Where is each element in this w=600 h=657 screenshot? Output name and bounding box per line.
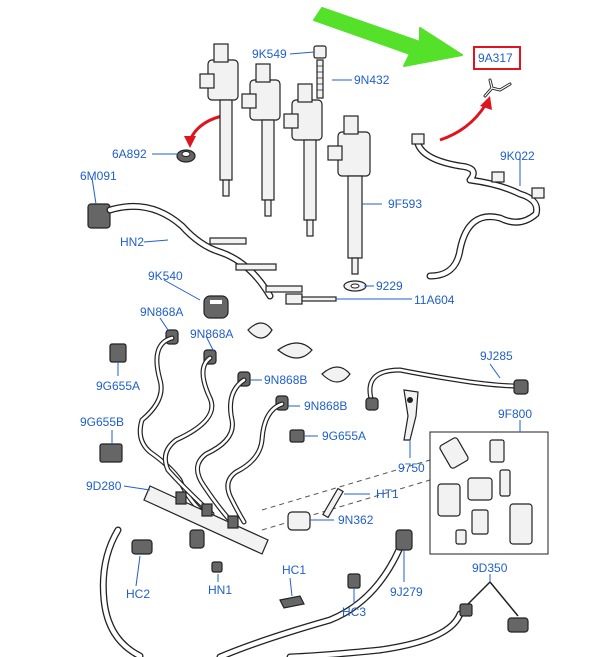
injector-2 [241, 63, 281, 217]
callout-9K549: 9K549 [252, 47, 287, 61]
callout-9N868A-2: 9N868A [190, 327, 233, 341]
part-9F800-kit-box [429, 431, 549, 555]
callout-HN1: HN1 [208, 583, 232, 597]
callout-9D350: 9D350 [472, 561, 508, 575]
callout-HT1: HT1 [376, 487, 399, 501]
callout-9K022: 9K022 [500, 149, 535, 163]
red-arrow-to-9A317 [439, 96, 492, 142]
part-9229-washer [343, 280, 367, 292]
part-11A604-glow-plug [285, 293, 337, 305]
part-HT1-stud [322, 487, 344, 519]
part-HC-clips [211, 561, 361, 609]
green-pointer-arrow [313, 7, 463, 67]
callout-9A317: 9A317 [478, 51, 513, 65]
part-9N362-sleeve [287, 511, 311, 531]
callout-9K540: 9K540 [148, 269, 183, 283]
callout-11A604: 11A604 [414, 293, 455, 307]
part-6A892-washer [176, 149, 196, 163]
callout-9G655A-1: 9G655A [96, 379, 140, 393]
part-9D350-sensor [459, 581, 529, 633]
callout-HN2: HN2 [120, 235, 144, 249]
callout-9N868B-2: 9N868B [304, 399, 347, 413]
callout-9D280: 9D280 [86, 479, 122, 493]
callout-9F800: 9F800 [498, 407, 532, 421]
leader-lines [91, 51, 521, 604]
lower-fuel-hoses [99, 526, 464, 657]
part-9G655B-clip [99, 443, 123, 463]
injector-4 [327, 115, 371, 275]
injector-3 [283, 83, 323, 237]
part-9N432-stud [316, 59, 324, 99]
part-9K540-connector [203, 295, 229, 319]
callout-9229: 9229 [376, 279, 403, 293]
callout-9N868A-1: 9N868A [140, 305, 183, 319]
part-9K022-return-hose [411, 133, 545, 280]
callout-9750: 9750 [398, 461, 425, 475]
part-9D280-fuel-rail [143, 485, 269, 555]
callout-HC1: HC1 [282, 563, 306, 577]
callout-HC3: HC3 [342, 605, 366, 619]
callout-9N868B-1: 9N868B [264, 373, 307, 387]
callout-6M091: 6M091 [80, 169, 117, 183]
callout-9F593: 9F593 [388, 197, 422, 211]
part-9K549-nut [313, 45, 327, 59]
highlight-box [473, 46, 521, 70]
injector-1 [199, 43, 239, 197]
red-arrow-to-6A892 [184, 114, 223, 148]
callout-9G655A-2: 9G655A [322, 429, 366, 443]
high-pressure-pipes [137, 335, 529, 525]
callout-9N432: 9N432 [354, 73, 390, 87]
callout-9J279: 9J279 [390, 585, 423, 599]
callout-labels: 9K549 9N432 9A317 6A892 9K022 6M091 9F59… [80, 47, 535, 619]
callout-6A892: 6A892 [112, 147, 147, 161]
callout-9G655B: 9G655B [80, 415, 124, 429]
callout-HC2: HC2 [126, 587, 150, 601]
callout-9N362: 9N362 [338, 513, 374, 527]
part-9A317-clip [483, 78, 512, 98]
part-9750-bracket [403, 389, 419, 441]
glow-plugs [209, 237, 303, 293]
callout-9J285: 9J285 [480, 349, 513, 363]
